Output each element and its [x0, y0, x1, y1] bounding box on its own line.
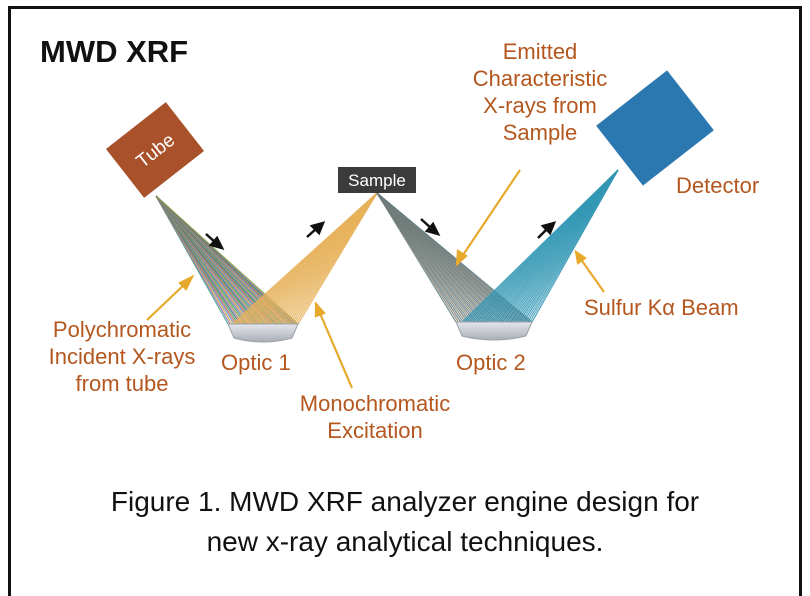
callout-arrows	[146, 169, 605, 389]
emitted-line-2: Characteristic	[472, 66, 608, 91]
sulfur-beam-label: Sulfur Kα Beam	[584, 295, 739, 320]
sample-label: Sample	[348, 171, 406, 190]
optic-1-label: Optic 1	[221, 350, 291, 375]
optic-2-shape	[455, 321, 533, 341]
xray-tube: Tube	[105, 102, 205, 198]
sulfur-ray	[531, 169, 619, 323]
detector-label: Detector	[676, 173, 760, 198]
sample-box: Sample	[338, 167, 416, 193]
optic-2-label: Optic 2	[456, 350, 526, 375]
polychromatic-line-2: Incident X-rays	[48, 344, 196, 369]
emitted-line-4: Sample	[502, 120, 578, 145]
polychromatic-label: Polychromatic Incident X-rays from tube	[36, 316, 208, 397]
polychromatic-line-3: from tube	[75, 371, 169, 396]
emitted-line-3: X-rays from	[483, 93, 597, 118]
caption-line-2: new x-ray analytical techniques.	[206, 526, 604, 557]
polychromatic-line-1: Polychromatic	[52, 317, 192, 342]
emitted-line-1: Emitted	[502, 39, 578, 64]
monochromatic-label: Monochromatic Excitation	[290, 390, 460, 444]
monochromatic-line-2: Excitation	[327, 418, 423, 443]
diagram-title: MWD XRF	[40, 34, 189, 69]
sulfur-beam	[461, 169, 619, 323]
monochromatic-beam	[231, 192, 378, 325]
emitted-xrays-label: Emitted Characteristic X-rays from Sampl…	[460, 38, 620, 146]
monochromatic-line-1: Monochromatic	[299, 391, 451, 416]
direction-arrows	[205, 218, 557, 250]
optic-1-shape	[227, 323, 299, 343]
detector	[596, 70, 714, 186]
emitted-xray-beam	[376, 192, 533, 323]
caption-line-1: Figure 1. MWD XRF analyzer engine design…	[110, 486, 700, 517]
monochromatic-ray	[297, 192, 378, 325]
